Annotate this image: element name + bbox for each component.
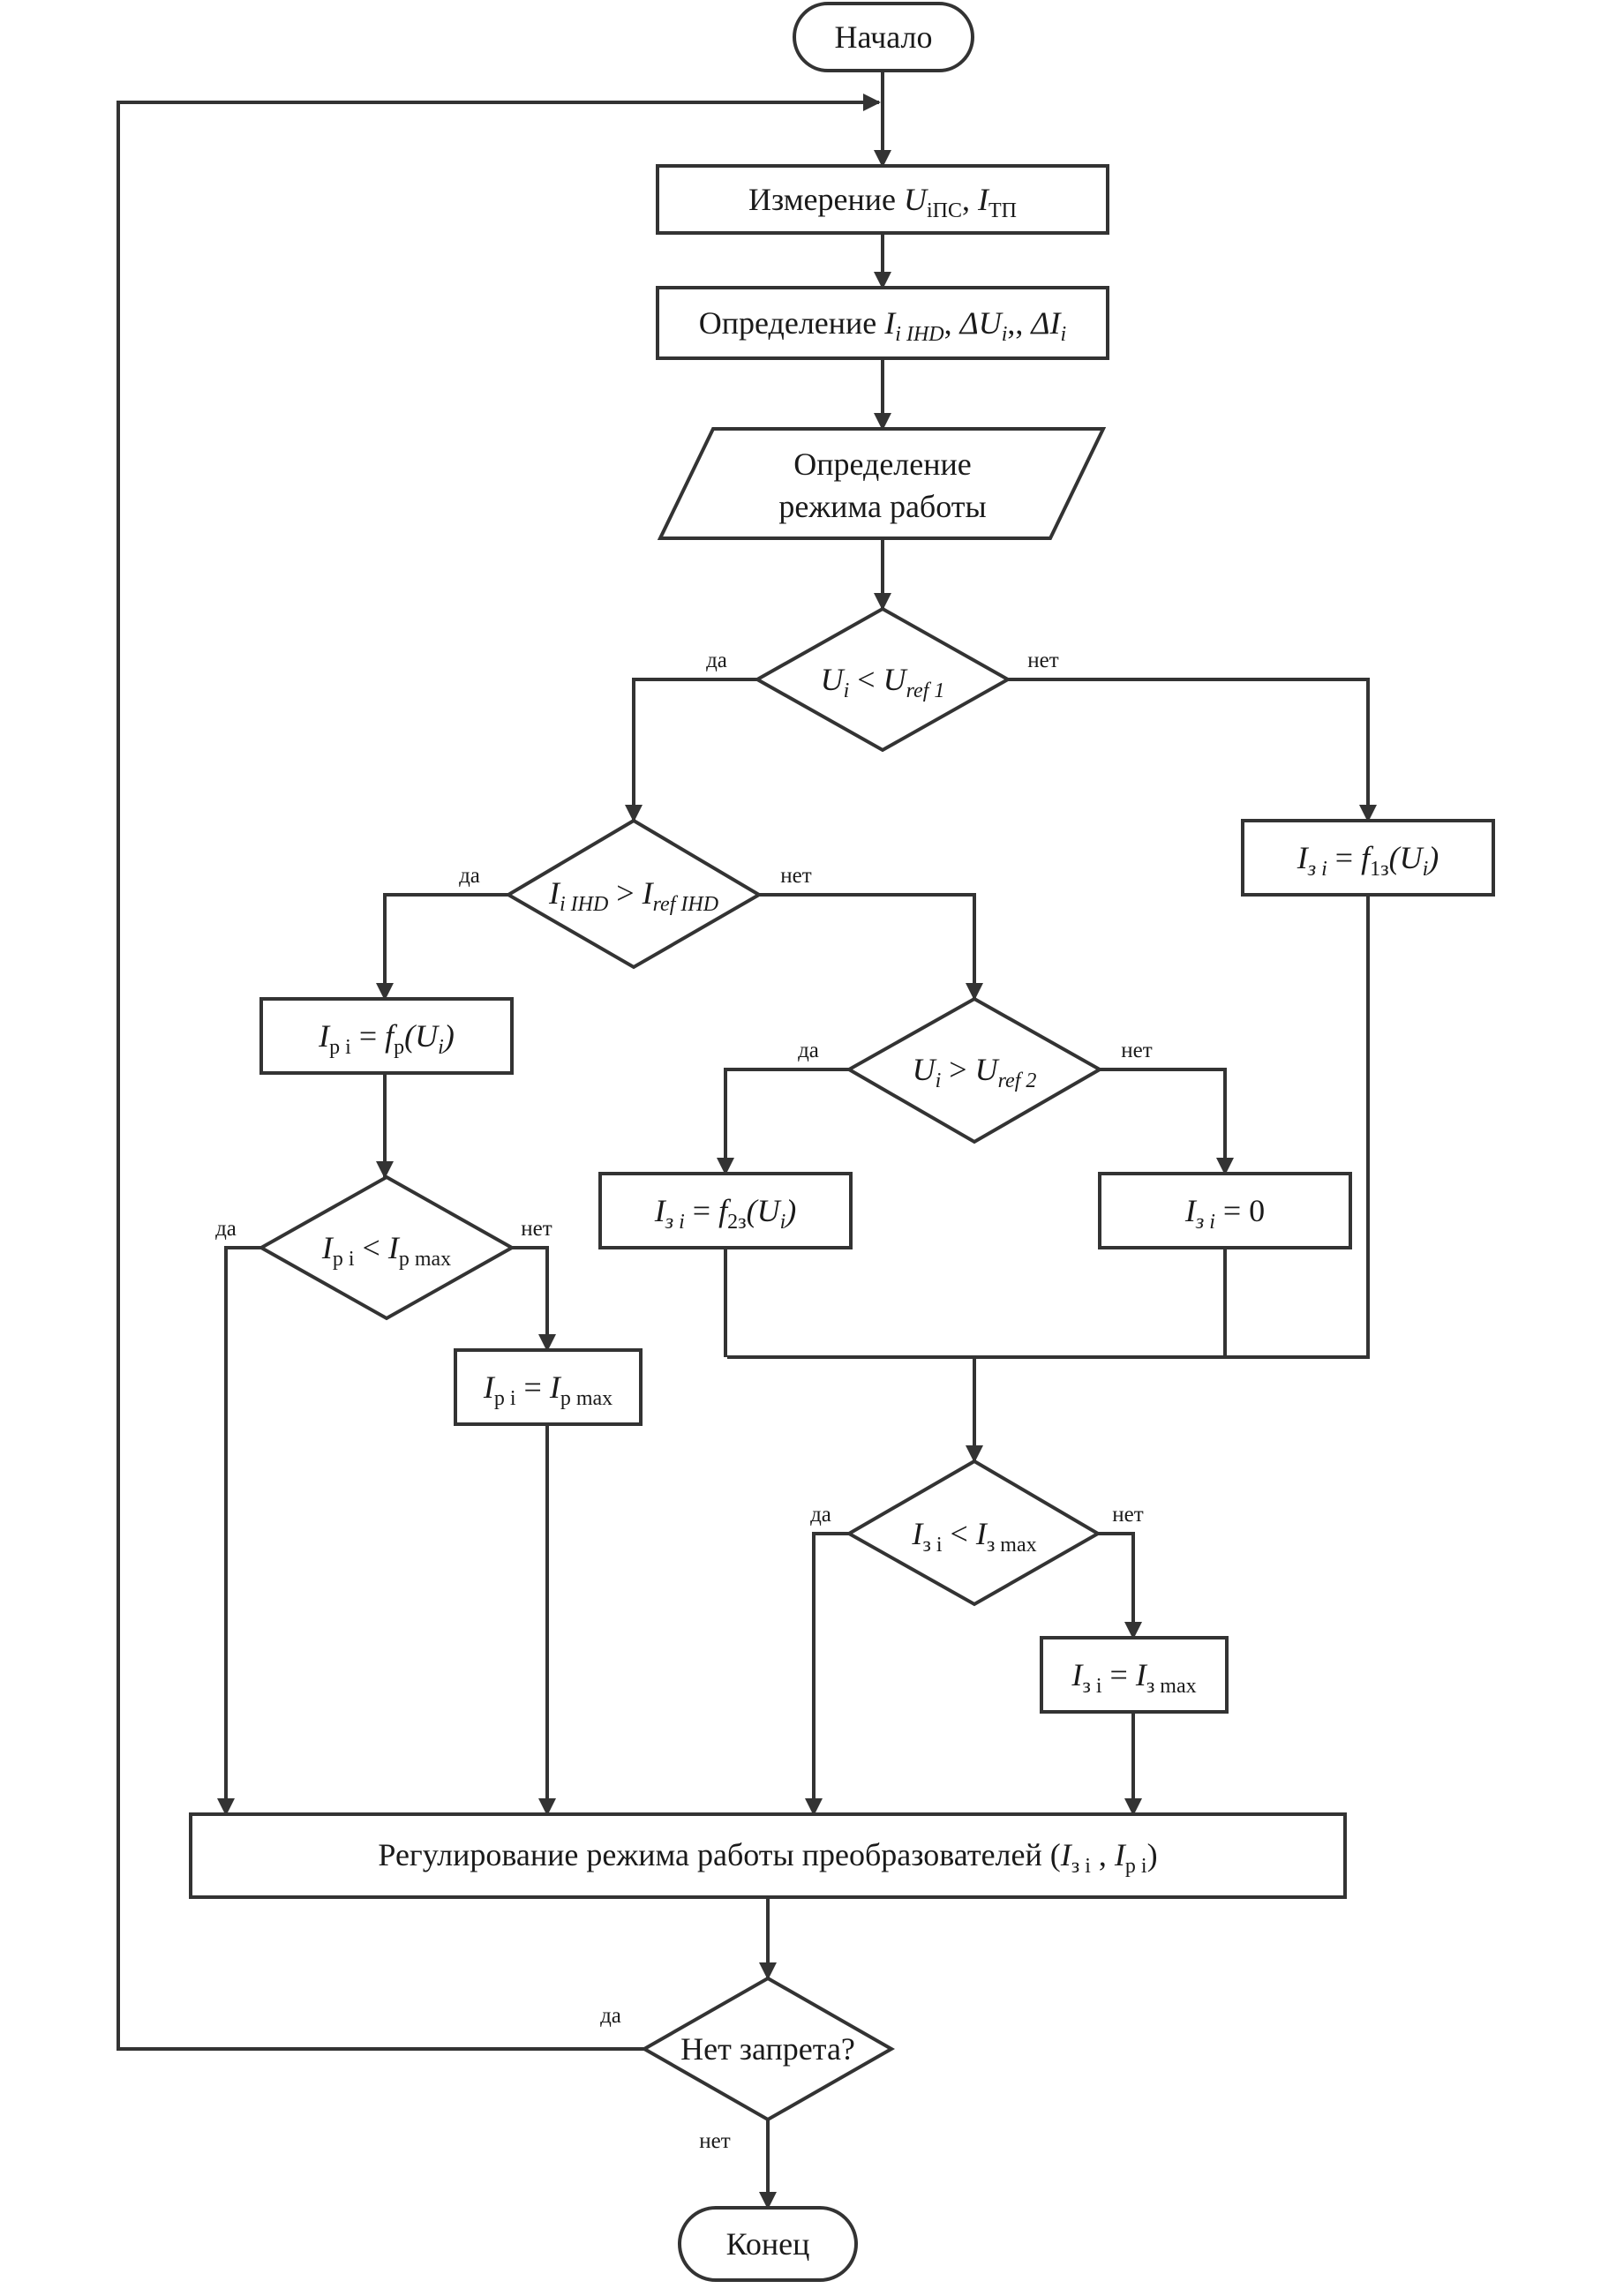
determine-process	[656, 286, 1109, 360]
d4-no-label: нет	[521, 1217, 552, 1241]
d2-yes-label: да	[459, 864, 480, 888]
d6-yes-label: да	[600, 2004, 621, 2028]
end-terminal	[678, 2206, 858, 2282]
d5-no-label: нет	[1112, 1503, 1143, 1527]
regulate-label: Регулирование режима работы преобразоват…	[378, 1837, 1157, 1878]
d1-no-label: нет	[1027, 649, 1058, 672]
shapes	[189, 2, 1495, 2282]
d3-label: Ui > Uref 2	[913, 1052, 1037, 1092]
mode-io	[657, 427, 1107, 540]
edge-loop-back	[117, 94, 881, 2051]
zero-process	[1098, 1172, 1352, 1249]
zero-label: Iз i = 0	[1184, 1193, 1265, 1234]
d5-label: Iз i < Iз max	[911, 1516, 1036, 1557]
d1-label: Ui < Uref 1	[821, 662, 945, 702]
fr-process	[259, 997, 514, 1075]
decision-d2	[505, 818, 763, 970]
regulate-process	[189, 1812, 1347, 1899]
izmax-process	[1040, 1636, 1229, 1714]
f23-label: Iз i = f2з(Ui)	[654, 1193, 797, 1234]
ipmax-label: Iр i = Iр max	[483, 1369, 613, 1410]
decision-d5	[845, 1459, 1101, 1607]
d6-label: Нет запрета?	[680, 2031, 855, 2067]
d1-yes-label: да	[706, 649, 727, 672]
edge-d5-yes	[805, 1532, 849, 1816]
edge-d1-no	[1008, 678, 1377, 822]
d4-yes-label: да	[215, 1217, 237, 1241]
edge-d4-yes	[217, 1246, 261, 1816]
edge-d5-no	[1098, 1532, 1142, 1639]
edge-d1-yes	[625, 678, 757, 822]
d3-yes-label: да	[798, 1039, 819, 1062]
decision-d1	[753, 606, 1012, 753]
d4-label: Iр i < Iр max	[321, 1230, 451, 1271]
edge-d3-no	[1100, 1068, 1234, 1175]
measure-label: Измерение UiПС, IТП	[748, 182, 1017, 222]
izmax-label: Iз i = Iз max	[1071, 1657, 1196, 1698]
edge-d3-yes	[717, 1068, 849, 1175]
edge-d2-no	[759, 893, 983, 1001]
measure-process	[656, 164, 1109, 235]
connectors	[117, 71, 1377, 2210]
decision-d3	[845, 996, 1104, 1144]
f13-process	[1241, 819, 1495, 897]
branch-labels: да нет да нет да нет да нет да нет да не…	[215, 649, 1153, 2153]
d2-label: Ii IHD > Iref IHD	[548, 875, 718, 916]
start-label: Начало	[835, 19, 933, 55]
d2-no-label: нет	[780, 864, 811, 888]
d5-yes-label: да	[810, 1503, 831, 1527]
edge-f13-merge	[727, 895, 1370, 1359]
decision-d4	[257, 1174, 516, 1321]
mode-label-line2: режима работы	[778, 489, 986, 524]
fr-label: Iр i = fр(Ui)	[318, 1018, 455, 1059]
d6-no-label: нет	[699, 2129, 730, 2153]
decision-d6	[640, 1976, 896, 2122]
f23-process	[598, 1172, 853, 1249]
d3-no-label: нет	[1121, 1039, 1152, 1062]
ipmax-process	[454, 1348, 643, 1426]
edge-d2-yes	[376, 893, 508, 1001]
edge-d4-no	[512, 1246, 556, 1352]
start-terminal	[793, 2, 974, 72]
end-label: Конец	[726, 2226, 810, 2262]
mode-label-line1: Определение	[793, 446, 972, 482]
determine-label: Определение Ii IHD, ΔUi,, ΔIi	[699, 305, 1066, 346]
